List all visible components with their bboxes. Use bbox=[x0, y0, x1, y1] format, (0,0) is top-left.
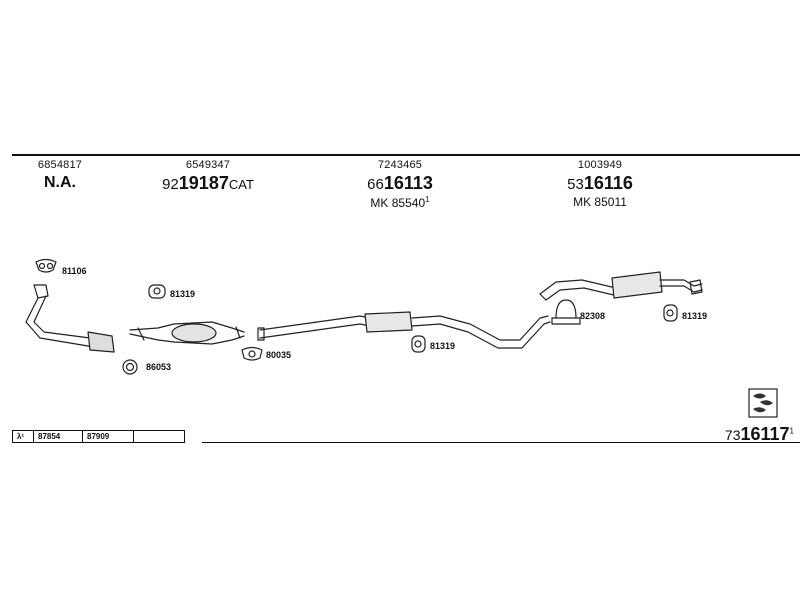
gasket-80035-icon bbox=[241, 346, 263, 361]
brand-logo-icon bbox=[748, 388, 778, 418]
header-col-4: 1003949 5316116 MK 85011 bbox=[545, 159, 655, 209]
catalog-main: 16116 bbox=[583, 173, 633, 193]
part-number: 6549347 bbox=[185, 159, 231, 171]
part-label: 82308 bbox=[580, 311, 606, 321]
catalog-prefix: 66 bbox=[367, 176, 384, 193]
catalog-number: 6616113 bbox=[345, 174, 455, 192]
mount-kit: MK 855401 bbox=[345, 195, 455, 210]
part-label: 81319 bbox=[430, 341, 456, 351]
lambda-cell bbox=[133, 430, 185, 443]
ring-86053-icon bbox=[122, 359, 138, 375]
catalog-main: 19187 bbox=[178, 173, 229, 193]
mount-kit-sup: 1 bbox=[425, 195, 430, 204]
mount-kit-number: MK 85011 bbox=[573, 195, 627, 209]
part-number: 1003949 bbox=[577, 159, 623, 171]
header-col-1: 6854817 N.A. bbox=[30, 160, 90, 191]
set-sup: 1 bbox=[789, 426, 794, 436]
set-number: 73161171 bbox=[725, 424, 794, 445]
front-pipe-icon bbox=[25, 284, 115, 353]
rear-silencer-icon bbox=[539, 271, 703, 301]
lambda-cell: 87854 bbox=[33, 430, 83, 443]
part-label: 81319 bbox=[170, 289, 196, 299]
lambda-sensor-table: λ¹ 87854 87909 bbox=[12, 430, 185, 443]
middle-silencer-icon bbox=[257, 311, 551, 349]
catalog-prefix: 92 bbox=[162, 176, 179, 193]
lambda-cell: 87909 bbox=[82, 430, 134, 443]
set-main: 16117 bbox=[740, 424, 790, 444]
header-divider bbox=[12, 154, 800, 156]
lambda-divider bbox=[202, 442, 800, 443]
not-available-label: N.A. bbox=[44, 174, 76, 191]
part-number: 6854817 bbox=[37, 159, 83, 171]
part-number: 7243465 bbox=[377, 159, 423, 171]
mount-kit-number: MK 85540 bbox=[370, 196, 426, 210]
hanger-81319-icon bbox=[148, 284, 166, 299]
catalog-prefix: 53 bbox=[567, 176, 584, 193]
catalytic-converter-icon bbox=[129, 321, 245, 345]
part-label: 80035 bbox=[266, 350, 292, 360]
catalog-main: 16113 bbox=[383, 173, 433, 193]
catalog-number: 9219187CAT bbox=[148, 174, 268, 192]
clamp-82308-icon bbox=[551, 299, 581, 325]
part-label: 86053 bbox=[146, 362, 172, 372]
header-col-2: 6549347 9219187CAT bbox=[148, 159, 268, 193]
hanger-81319-icon bbox=[411, 335, 426, 353]
hanger-81319-icon bbox=[663, 304, 678, 322]
mount-kit: MK 85011 bbox=[545, 196, 655, 208]
catalog-suffix: CAT bbox=[228, 177, 254, 192]
catalog-number: 5316116 bbox=[545, 174, 655, 192]
part-label: 81319 bbox=[682, 311, 708, 321]
header-col-3: 7243465 6616113 MK 855401 bbox=[345, 159, 455, 210]
lambda-symbol: λ¹ bbox=[12, 430, 34, 443]
part-label: 81106 bbox=[62, 266, 87, 276]
gasket-81106-icon bbox=[35, 258, 57, 273]
set-prefix: 73 bbox=[724, 427, 741, 443]
